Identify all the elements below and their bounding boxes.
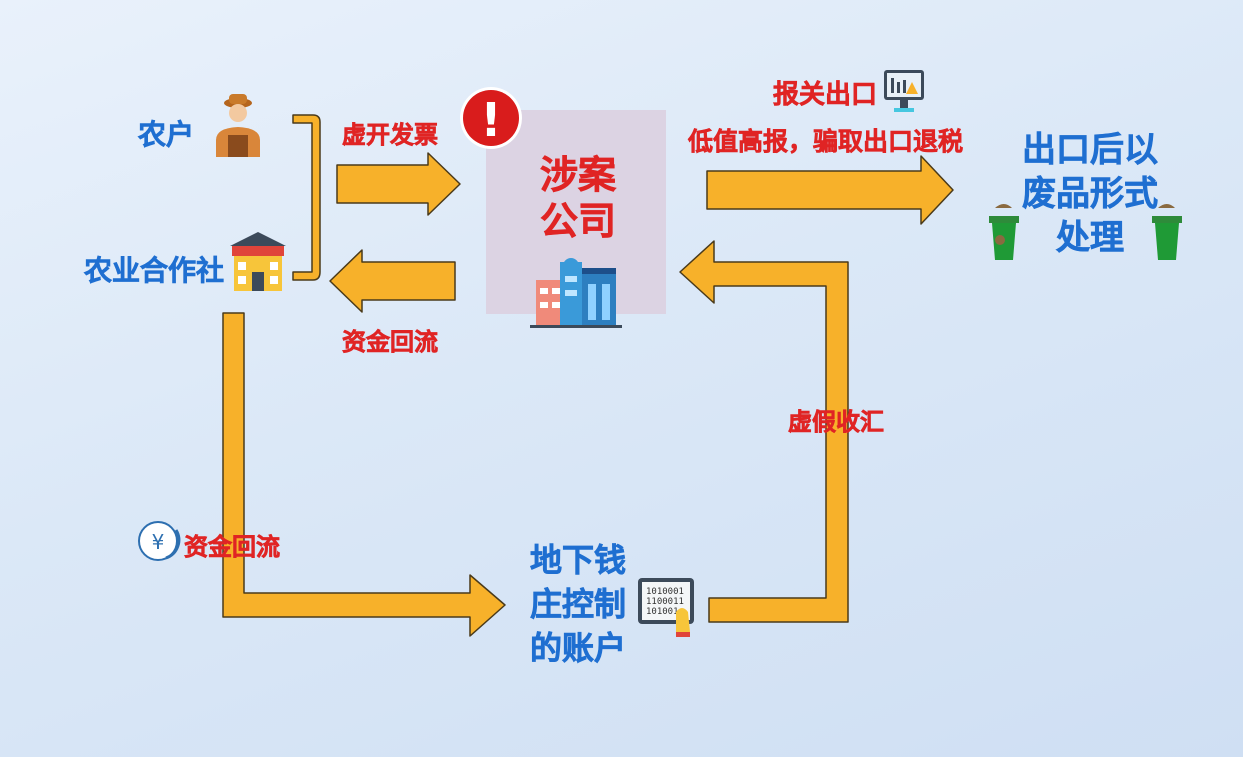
arrow-export xyxy=(706,155,954,225)
node-company-line1: 涉案 xyxy=(540,153,617,198)
farmer-icon xyxy=(216,94,260,157)
node-waste-line2: 废品形式 xyxy=(1022,174,1159,215)
label-fund-return-top: 资金回流 xyxy=(342,328,439,357)
node-company-line2: 公司 xyxy=(540,199,617,244)
node-company: 涉案 公司 xyxy=(540,152,617,244)
label-fund-return-bottom: 资金回流 xyxy=(184,533,281,562)
building-icon xyxy=(530,258,622,328)
arrow-fund-return-bottom xyxy=(222,312,506,637)
label-customs-export: 报关出口 xyxy=(773,80,878,111)
node-waste-line3: 处理 xyxy=(1056,218,1125,259)
monitor-icon xyxy=(884,70,924,112)
node-waste: 出口后以 废品形式 处理 xyxy=(1022,128,1159,260)
svg-text:¥: ¥ xyxy=(152,530,165,554)
warning-icon: ! xyxy=(460,87,522,149)
arrow-fund-return-top xyxy=(329,249,456,313)
label-overvalue: 低值高报，骗取出口退税 xyxy=(688,127,964,157)
node-farmer: 农户 xyxy=(138,118,195,152)
node-coop: 农业合作社 xyxy=(84,254,225,288)
node-waste-line1: 出口后以 xyxy=(1022,130,1159,171)
trash-bin-icon-left xyxy=(989,204,1019,260)
bracket-connector xyxy=(292,114,321,281)
yuan-icon: ¥ xyxy=(138,521,181,561)
svg-text:101001: 101001 xyxy=(646,607,679,617)
node-account-line2: 庄控制 xyxy=(530,585,627,624)
trash-bin-icon-right xyxy=(1152,204,1182,260)
arrow-fake-invoice xyxy=(336,152,461,216)
node-account-line3: 的账户 xyxy=(530,629,627,668)
label-fake-invoice: 虚开发票 xyxy=(342,121,439,150)
label-fake-remit: 虚假收汇 xyxy=(788,408,885,437)
svg-text:1100011: 1100011 xyxy=(646,597,684,607)
shop-icon xyxy=(230,232,286,291)
svg-text:1010001: 1010001 xyxy=(646,587,684,597)
tablet-binary-icon: 1010001 1100011 101001 xyxy=(638,578,694,637)
arrow-fake-remit xyxy=(679,240,849,623)
node-account-line1: 地下钱 xyxy=(530,541,627,580)
node-account: 地下钱 庄控制 的账户 xyxy=(530,538,627,670)
svg-text:!: ! xyxy=(481,93,502,147)
